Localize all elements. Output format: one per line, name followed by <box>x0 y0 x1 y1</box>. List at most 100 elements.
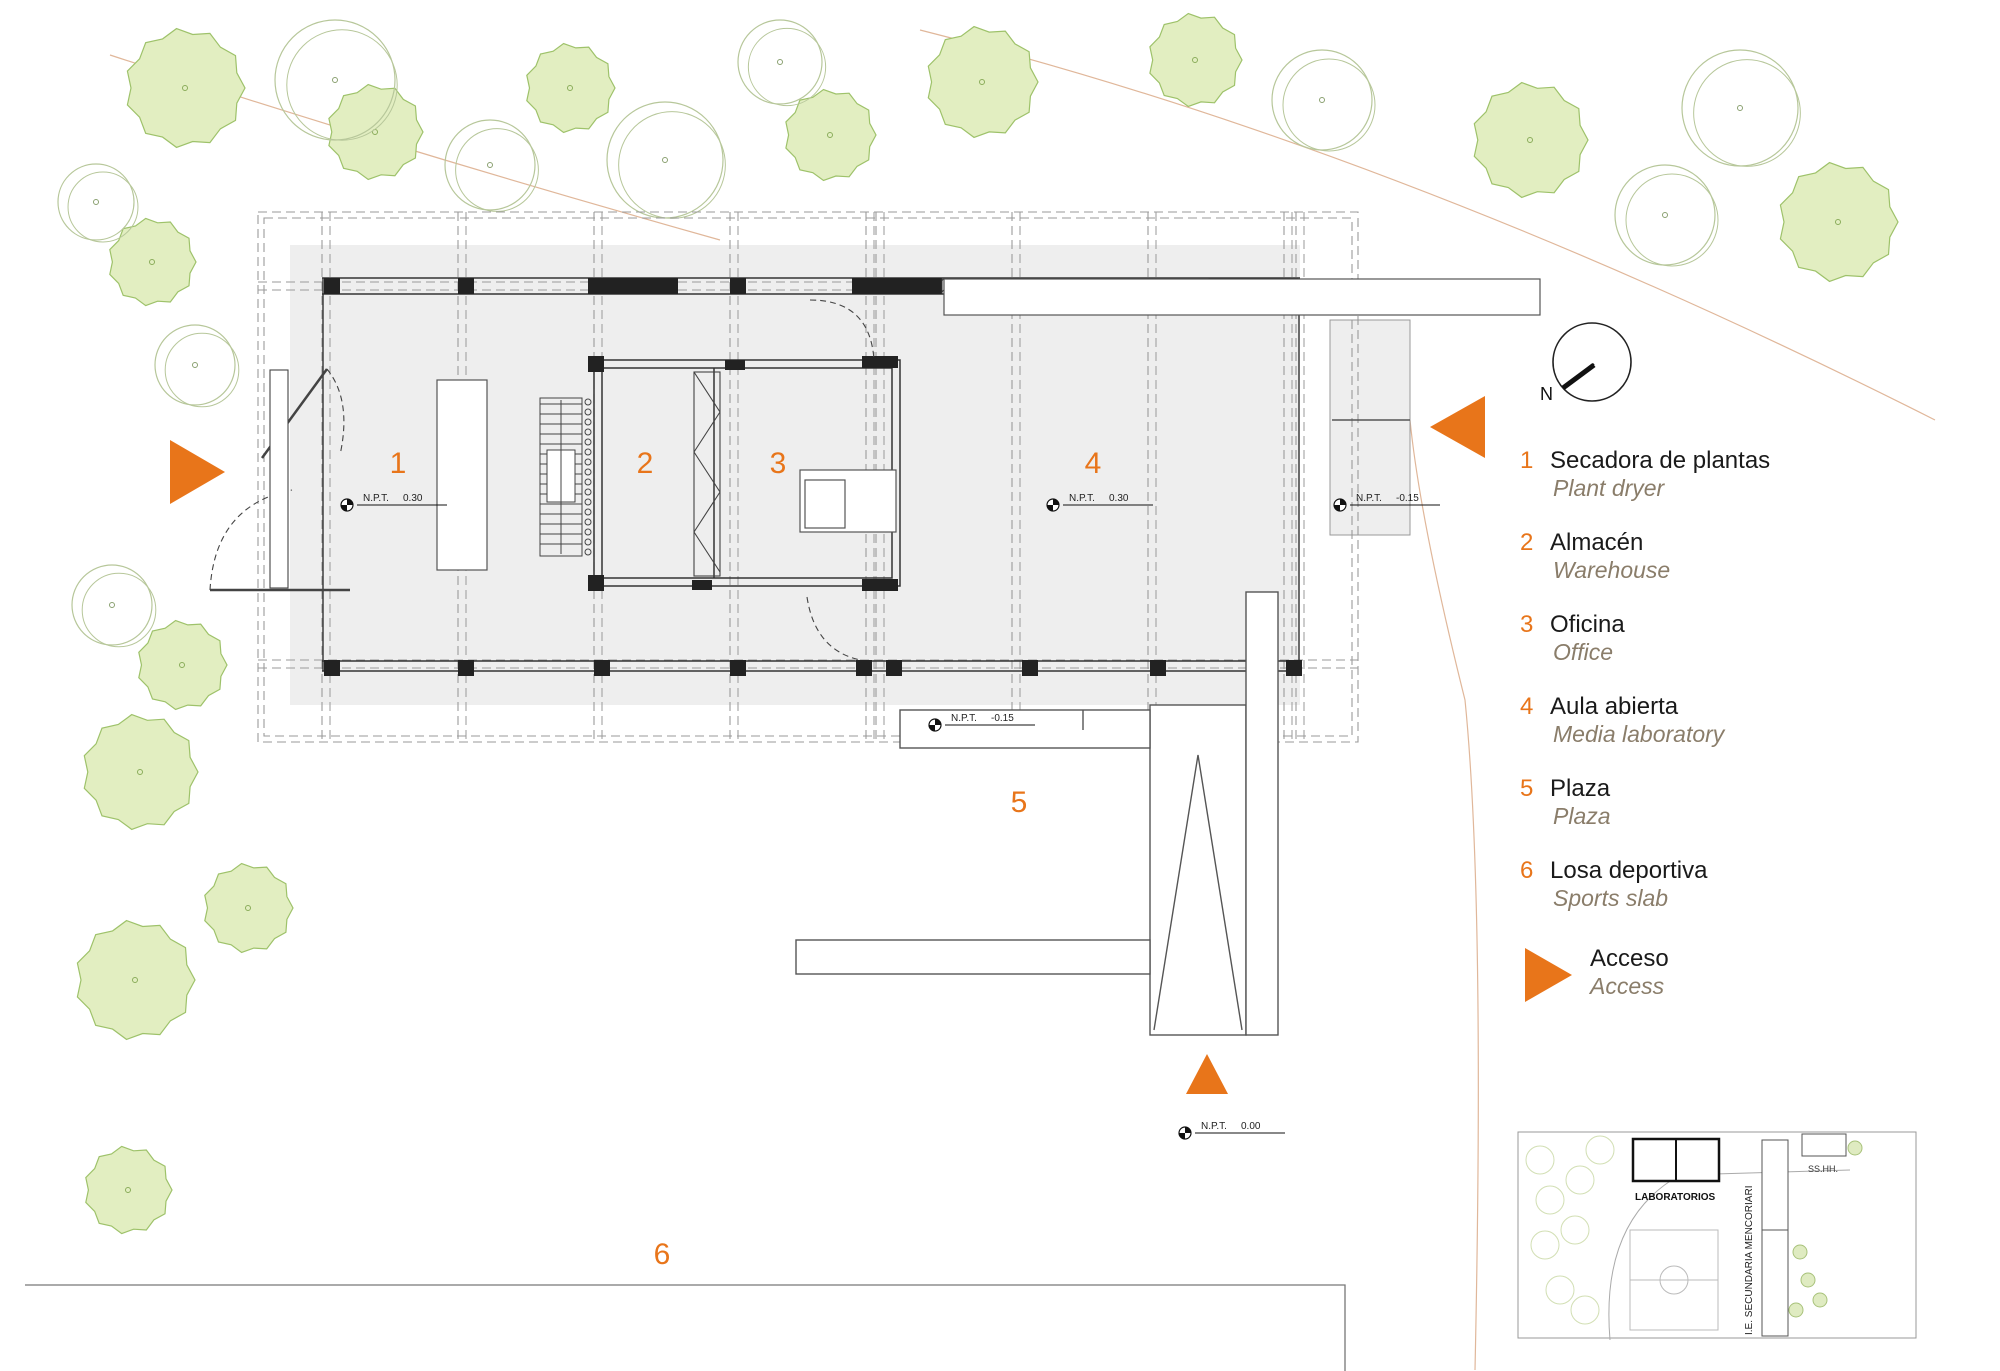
inset-trees <box>1525 1135 1863 1325</box>
column <box>324 278 340 294</box>
tree-outline <box>737 19 827 107</box>
room-number-2: 2 <box>637 447 654 480</box>
tree-outline <box>154 324 240 408</box>
tree-leafy <box>109 217 197 307</box>
tree-leafy <box>526 42 616 134</box>
inset-school-label: I.E. SECUNDARIA MENCORIARI <box>1744 1186 1755 1335</box>
legend-access-es: Acceso <box>1590 945 1669 972</box>
level-value: -0.15 <box>1396 493 1419 504</box>
legend-number: 2 <box>1520 529 1533 556</box>
room-number-6: 6 <box>654 1238 671 1271</box>
legend-label-en: Warehouse <box>1553 557 1670 583</box>
level-label: N.P.T. <box>1201 1121 1227 1132</box>
room-number-3: 3 <box>770 447 787 480</box>
sports-slab-edge <box>25 1284 1346 1371</box>
projecting-beam <box>943 278 1541 316</box>
level-marker: N.P.T. -0.15 <box>1333 493 1440 512</box>
columns <box>324 278 1302 676</box>
tree-outline <box>274 19 398 141</box>
room-number-5: 5 <box>1011 786 1028 819</box>
north-arrow: N <box>1540 322 1632 404</box>
level-value: 0.30 <box>403 493 423 504</box>
level-marker: N.P.T.-0.15 <box>928 713 1035 732</box>
legend-label-en: Media laboratory <box>1553 721 1726 747</box>
legend-label-es: Oficina <box>1550 611 1625 638</box>
room-numbers: 1 2 3 4 5 6 <box>390 447 1102 1271</box>
stair <box>539 397 592 557</box>
legend-access-en: Access <box>1588 973 1665 999</box>
tree-leafy <box>85 1145 173 1235</box>
north-label: N <box>1540 384 1553 404</box>
access-arrow-west <box>170 440 225 504</box>
doors <box>209 299 875 661</box>
tree-leafy <box>1473 81 1589 199</box>
column <box>866 278 882 294</box>
level-label: N.P.T. <box>1069 493 1095 504</box>
tree-leafy <box>204 862 294 954</box>
inset-school-block <box>1761 1139 1789 1337</box>
legend-number: 5 <box>1520 775 1533 802</box>
legend-label-en: Sports slab <box>1553 885 1668 911</box>
level-label: N.P.T. <box>363 493 389 504</box>
site-inset: LABORATORIOS I.E. SECUNDARIA MENCORIARI … <box>1517 1131 1917 1341</box>
legend-access-icon <box>1525 948 1572 1002</box>
tree-outline <box>1271 49 1376 152</box>
tree-leafy <box>1149 12 1243 108</box>
storage-office-corners <box>588 356 898 591</box>
access-arrow-east <box>1430 396 1485 458</box>
column <box>730 278 746 294</box>
tree-leafy <box>328 83 424 181</box>
tree-leafy <box>126 27 246 149</box>
legend-number: 1 <box>1520 447 1533 474</box>
level-value: 0.30 <box>1109 493 1129 504</box>
legend-label-es: Aula abierta <box>1550 693 1679 720</box>
tree-outline <box>1614 164 1719 267</box>
ramp <box>795 419 1410 1036</box>
column <box>594 278 610 294</box>
legend-label-en: Plaza <box>1553 803 1611 829</box>
legend-number: 3 <box>1520 611 1533 638</box>
tree-leafy <box>76 919 196 1041</box>
column <box>886 660 902 676</box>
tree-leafy <box>927 25 1039 139</box>
tree-leafy <box>83 713 199 831</box>
tree-leafy <box>138 619 228 711</box>
column <box>856 660 872 676</box>
room-number-4: 4 <box>1085 447 1102 480</box>
access-arrow-south <box>1186 1054 1228 1094</box>
tree-outline <box>606 101 726 219</box>
level-value: 0.00 <box>1241 1121 1261 1132</box>
legend-label-es: Almacén <box>1550 529 1643 556</box>
drying-table <box>436 379 488 571</box>
column <box>458 660 474 676</box>
inset-building-label: LABORATORIOS <box>1635 1192 1716 1203</box>
level-label: N.P.T. <box>951 713 977 724</box>
level-label: N.P.T. <box>1356 493 1382 504</box>
column <box>1150 660 1166 676</box>
inset-toilets <box>1801 1133 1847 1157</box>
level-marker: N.P.T. 0.00 <box>1178 1121 1285 1140</box>
tree-leafy <box>785 88 877 182</box>
column <box>458 278 474 294</box>
legend-label-en: Plant dryer <box>1553 475 1666 501</box>
legend-access: Acceso Access <box>1525 945 1669 1002</box>
legend-number: 4 <box>1520 693 1533 720</box>
legend-label-es: Losa deportiva <box>1550 857 1708 884</box>
legend-label-es: Secadora de plantas <box>1550 447 1770 474</box>
column <box>1286 660 1302 676</box>
entrance-platform-east <box>1329 319 1411 536</box>
tree-leafy <box>1779 161 1899 283</box>
column <box>1022 660 1038 676</box>
tree-outline <box>1681 49 1801 167</box>
north-needle <box>1561 362 1596 391</box>
room-number-1: 1 <box>390 447 407 480</box>
trees <box>57 12 1899 1235</box>
